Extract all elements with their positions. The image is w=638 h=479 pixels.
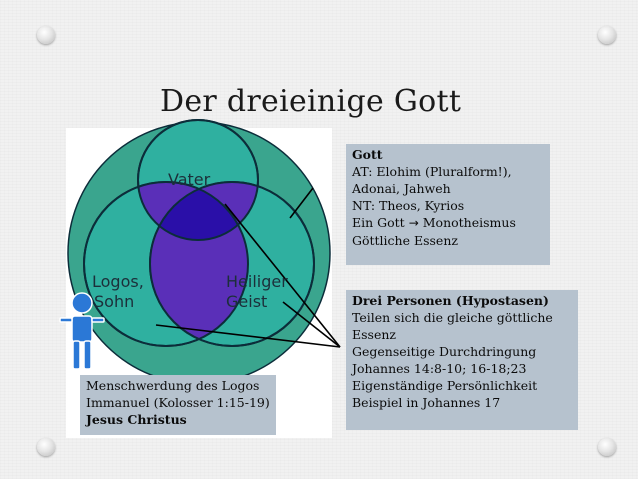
person-icon bbox=[59, 292, 105, 370]
label-geist: Geist bbox=[226, 292, 268, 311]
box-gott-line: Adonai, Jahweh bbox=[352, 181, 451, 196]
box-gott-line: Göttliche Essenz bbox=[352, 233, 458, 248]
push-pin-icon bbox=[37, 438, 55, 456]
mono-prefix: Ein Gott bbox=[352, 215, 405, 230]
push-pin-icon bbox=[598, 438, 616, 456]
right-arrow-icon: → bbox=[408, 216, 419, 230]
box-personen-line: Johannes 14:8-10; 16-18;23 bbox=[352, 361, 527, 376]
box-personen-line: Teilen sich die gleiche göttliche bbox=[352, 310, 553, 325]
box-personen-line: Eigenständige Persönlichkeit bbox=[352, 378, 538, 393]
box-menschwerdung-name: Jesus Christus bbox=[86, 412, 187, 427]
mono-suffix: Monotheismus bbox=[422, 215, 516, 230]
box-gott-monotheism: Ein Gott → Monotheismus bbox=[352, 214, 544, 232]
label-logos: Logos, bbox=[92, 272, 144, 291]
box-personen-heading: Drei Personen (Hypostasen) bbox=[352, 293, 549, 308]
box-gott: Gott AT: Elohim (Pluralform!), Adonai, J… bbox=[346, 144, 550, 265]
box-personen-line: Beispiel in Johannes 17 bbox=[352, 395, 501, 410]
push-pin-icon bbox=[598, 26, 616, 44]
label-sohn: Sohn bbox=[94, 292, 135, 311]
label-heiliger: Heiliger bbox=[226, 272, 288, 291]
box-menschwerdung-line: Immanuel (Kolosser 1:15-19) bbox=[86, 395, 270, 410]
box-menschwerdung: Menschwerdung des Logos Immanuel (Koloss… bbox=[80, 375, 276, 435]
center-region bbox=[150, 182, 248, 240]
box-personen-line: Gegenseitige Durchdringung bbox=[352, 344, 537, 359]
connector-line bbox=[289, 187, 314, 219]
connector-line bbox=[155, 324, 341, 348]
box-personen-line: Essenz bbox=[352, 327, 396, 342]
slide-title: Der dreieinige Gott bbox=[160, 84, 462, 119]
box-gott-heading: Gott bbox=[352, 147, 383, 162]
box-gott-line: NT: Theos, Kyrios bbox=[352, 198, 465, 213]
connector-line bbox=[282, 301, 341, 348]
push-pin-icon bbox=[37, 26, 55, 44]
label-vater: Vater bbox=[168, 170, 211, 189]
box-gott-line: AT: Elohim (Pluralform!), bbox=[352, 164, 512, 179]
box-menschwerdung-line: Menschwerdung des Logos bbox=[86, 378, 260, 393]
box-personen: Drei Personen (Hypostasen) Teilen sich d… bbox=[346, 290, 578, 430]
connector-line bbox=[224, 203, 341, 348]
